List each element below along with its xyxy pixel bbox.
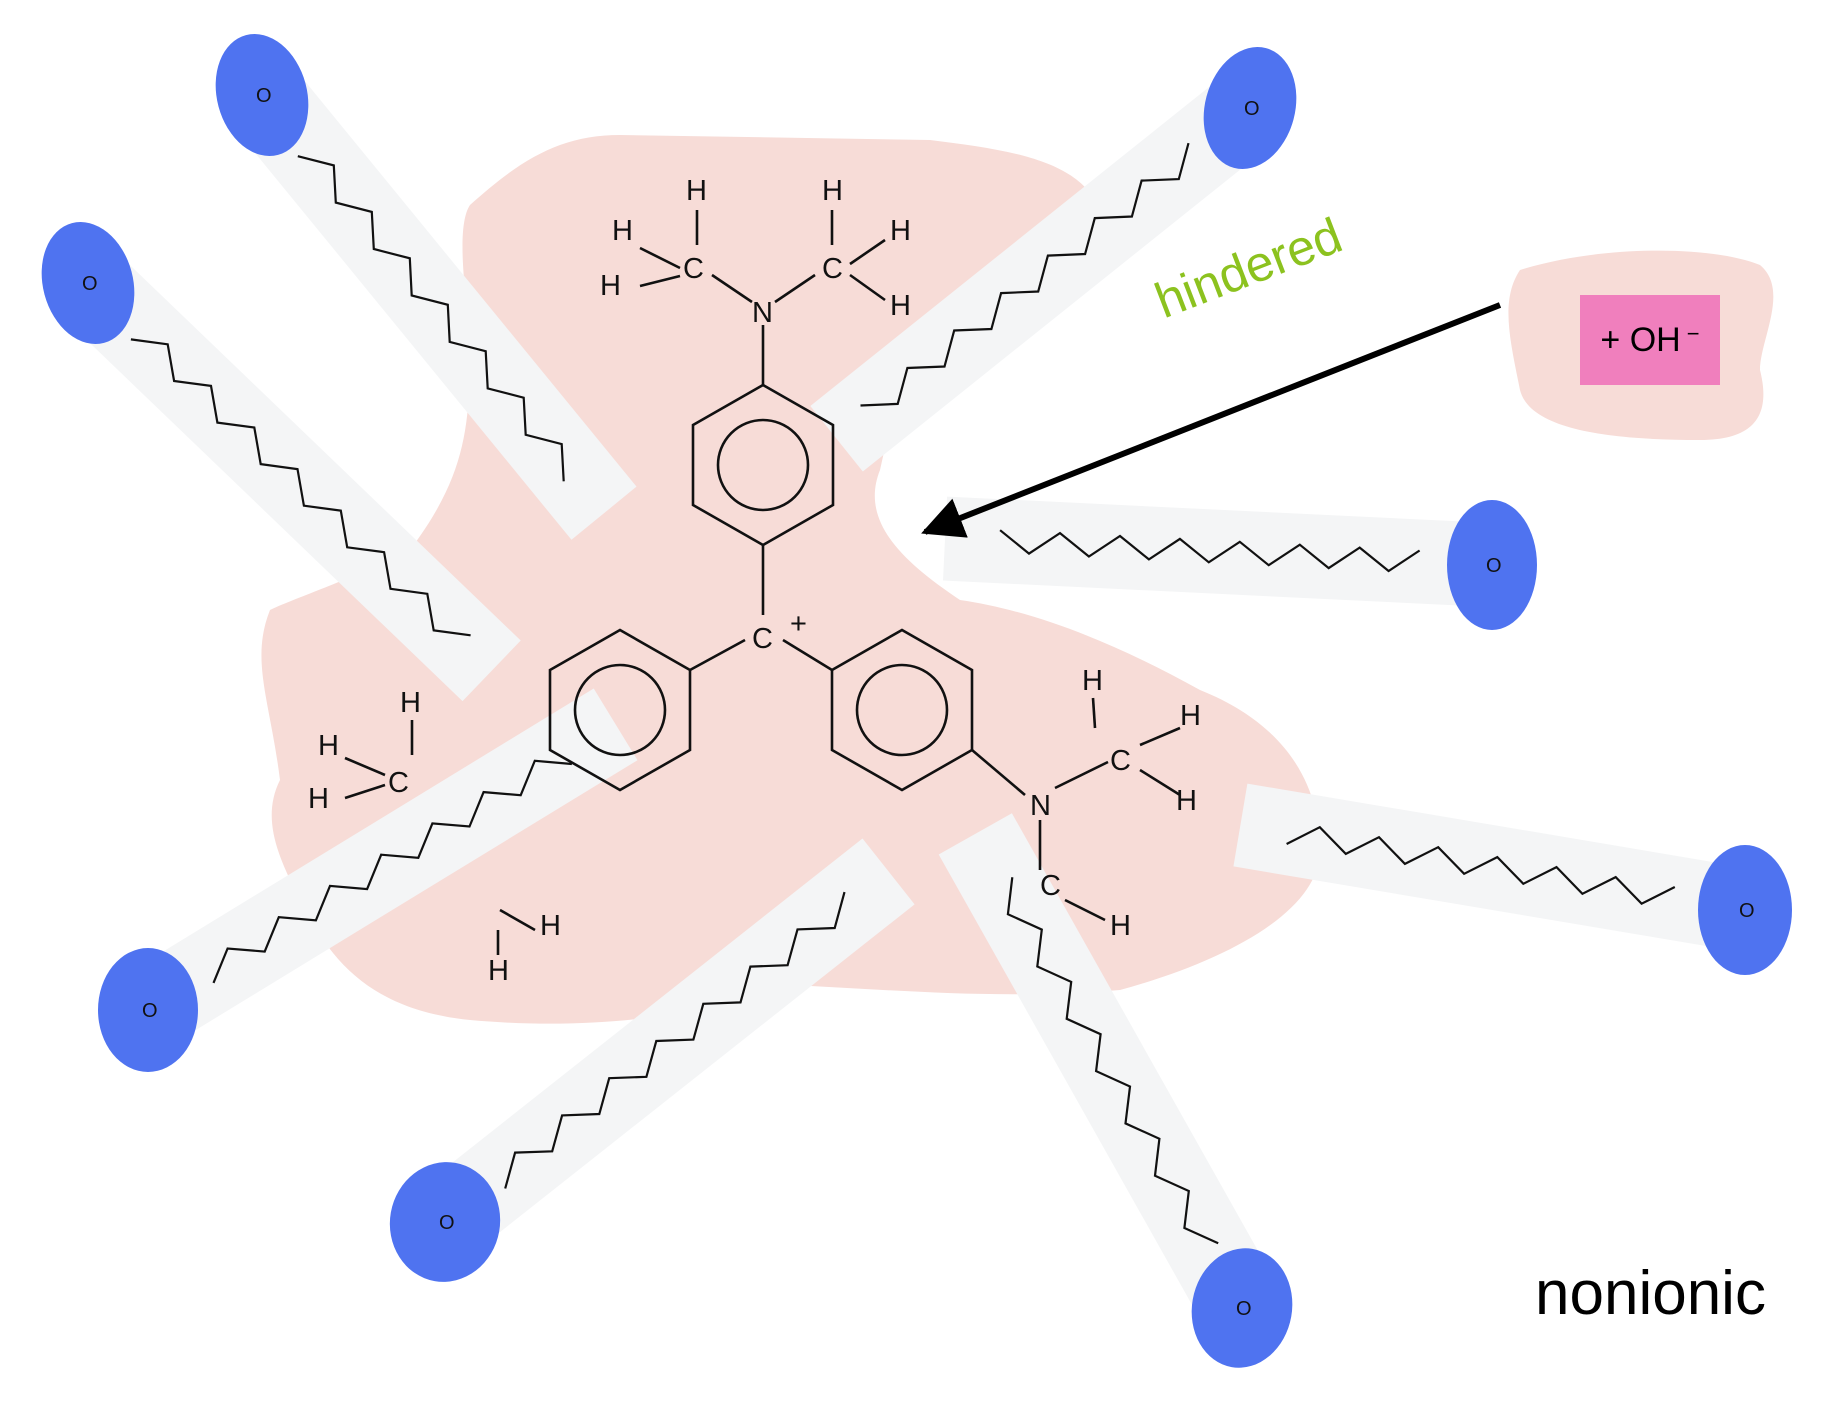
surfactant-band — [938, 813, 1279, 1329]
atom-c-right: C — [1110, 745, 1131, 777]
surfactant-heads: O O O O O O O O — [41, 33, 1792, 1368]
surfactant-head-label: O — [82, 273, 98, 295]
atom-h: H — [890, 290, 911, 322]
surfactant-head-label: O — [1244, 98, 1260, 120]
surfactant-tail — [999, 529, 1421, 573]
surfactant-tail — [212, 759, 572, 984]
surfactant-band — [229, 68, 637, 540]
surfactant-head-label: O — [142, 1000, 158, 1022]
atom-h: H — [1082, 665, 1103, 697]
surfactant-head-label: O — [256, 85, 272, 107]
surfactant-tail — [1286, 825, 1676, 906]
surfactant-head — [389, 1162, 501, 1282]
surfactant-tail — [1006, 877, 1219, 1245]
surfactant-head — [1698, 845, 1792, 975]
atom-h: H — [890, 215, 911, 247]
atom-h: H — [308, 783, 329, 815]
hydroxide-charge: − — [1686, 321, 1700, 346]
surfactant-head — [98, 948, 198, 1072]
atom-c-left: C — [388, 767, 409, 799]
surfactant-head-label: O — [439, 1212, 455, 1234]
atom-h: H — [1180, 700, 1201, 732]
hydroxide-box: + OH− — [1580, 295, 1720, 385]
atom-h: H — [1110, 910, 1131, 942]
surfactant-chains — [130, 142, 1676, 1245]
surfactant-head — [1191, 1248, 1293, 1368]
surfactant-head-label: O — [1236, 1298, 1252, 1320]
atom-n-right: N — [1030, 790, 1051, 822]
surfactant-head — [1203, 46, 1297, 170]
atom-h: H — [400, 687, 421, 719]
atom-h: H — [600, 270, 621, 302]
atom-h: H — [488, 955, 509, 987]
crystal-violet-molecule — [344, 210, 1502, 955]
surfactant-tail — [130, 338, 471, 637]
atom-c-top-right: C — [822, 253, 843, 285]
atom-c-center: C — [752, 623, 773, 655]
nonionic-label: nonionic — [1535, 1259, 1766, 1328]
top-ring-aromatic — [716, 418, 810, 512]
atom-n-top: N — [752, 297, 773, 329]
bond-right-ring-center — [782, 638, 833, 672]
charge-plus: + — [790, 608, 807, 640]
surfactant-band — [943, 496, 1495, 607]
surfactant-band — [126, 688, 638, 1046]
atom-labels: N C C H H H H H H C + N C C H H H H H H … — [308, 175, 1201, 987]
atom-h: H — [612, 215, 633, 247]
surfactant-head — [215, 33, 309, 157]
surfactant-head — [41, 221, 135, 345]
bond-left-ring-center — [689, 638, 746, 672]
surfactant-band — [1233, 783, 1752, 952]
surfactant-head-label: O — [1486, 555, 1502, 577]
hindered-arrow — [921, 302, 1502, 538]
atom-h: H — [686, 175, 707, 207]
surfactant-tail — [860, 142, 1190, 407]
surfactant-head — [1447, 500, 1537, 630]
atom-c-top-left: C — [683, 253, 704, 285]
atom-h: H — [1176, 785, 1197, 817]
atom-h: H — [822, 175, 843, 207]
right-ring-aromatic — [855, 663, 949, 757]
surfactant-tail — [504, 891, 846, 1189]
left-ring-aromatic — [573, 663, 667, 757]
atom-h: H — [540, 910, 561, 942]
atom-c-right-lower: C — [1040, 870, 1061, 902]
hydroxide-text: + OH — [1600, 320, 1681, 359]
surfactant-tail — [297, 155, 565, 482]
surfactant-band — [58, 252, 521, 702]
atom-h: H — [318, 730, 339, 762]
bond-right-ring-n — [971, 749, 1026, 796]
surfactant-head-label: O — [1739, 900, 1755, 922]
